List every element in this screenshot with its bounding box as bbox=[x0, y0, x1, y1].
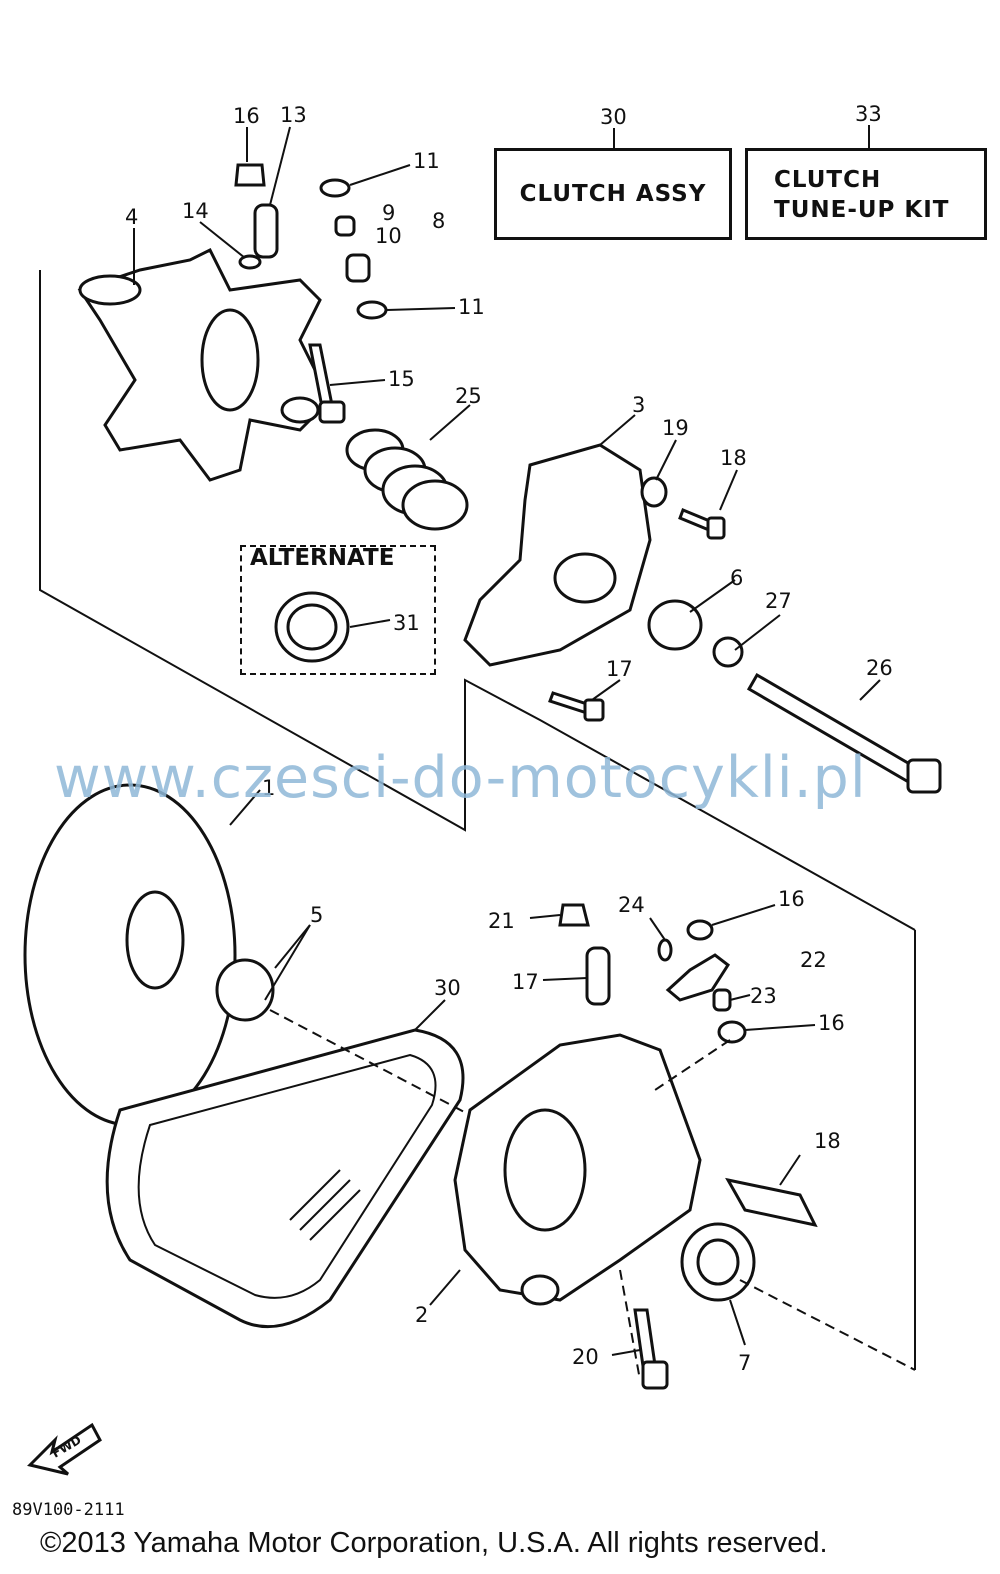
callout-14: 15 bbox=[388, 367, 415, 391]
seal-hole-7 bbox=[696, 1238, 740, 1286]
callout-19: 17 bbox=[606, 657, 633, 681]
upper-frame-outline bbox=[39, 270, 916, 931]
callout-7: 7 bbox=[738, 1351, 751, 1375]
alternate-label: ALTERNATE bbox=[250, 545, 395, 571]
callout-33: 33 bbox=[855, 102, 882, 126]
roller-part-10 bbox=[345, 253, 371, 283]
pin-part-12 bbox=[253, 203, 279, 259]
leader-lines bbox=[133, 125, 881, 1356]
washer-part-11b bbox=[356, 300, 388, 320]
bushing-part-18 bbox=[725, 1177, 818, 1228]
bolt-head-14 bbox=[318, 400, 346, 424]
callout-24: 22 bbox=[800, 948, 827, 972]
callout-17: 17 bbox=[512, 970, 539, 994]
callout-5: 5 bbox=[310, 903, 323, 927]
callout-8: 8 bbox=[432, 209, 445, 233]
secondary-sheave-part-2 bbox=[453, 1033, 702, 1306]
callout-11a: 11 bbox=[413, 149, 440, 173]
primary-hub-part bbox=[77, 247, 332, 482]
sheave-hub-1 bbox=[125, 890, 185, 990]
spring-part-27 bbox=[345, 428, 469, 531]
callout-32: 30 bbox=[600, 105, 627, 129]
callout-9: 9 bbox=[382, 201, 395, 225]
callout-2: 2 bbox=[415, 1303, 428, 1327]
callout-11b: 11 bbox=[458, 295, 485, 319]
callout-22: 20 bbox=[572, 1345, 599, 1369]
bushing-part-6 bbox=[647, 599, 703, 651]
callout-1: 1 bbox=[262, 776, 275, 800]
washer-part-16b bbox=[717, 1020, 747, 1044]
fwd-arrow-icon: FWD bbox=[27, 1422, 102, 1476]
callout-26: 24 bbox=[618, 893, 645, 917]
clutch-assy-box: CLUTCH ASSY bbox=[494, 148, 732, 240]
pin-part-17 bbox=[585, 946, 611, 1006]
roller-part-25 bbox=[712, 988, 732, 1012]
callout-25: 23 bbox=[750, 984, 777, 1008]
callout-31: 31 bbox=[393, 611, 420, 635]
cap-part-15 bbox=[234, 163, 266, 187]
callout-13: 14 bbox=[182, 199, 209, 223]
watermark-url: www.czesci-do-motocykli.pl bbox=[54, 745, 867, 811]
clutch-assy-label: CLUTCH ASSY bbox=[519, 181, 707, 207]
small-part-13 bbox=[238, 254, 262, 270]
callout-15: 16 bbox=[233, 104, 260, 128]
callout-3: 3 bbox=[632, 393, 645, 417]
alternate-part-box bbox=[240, 545, 436, 675]
callout-29: 27 bbox=[765, 589, 792, 613]
washer-part-11a bbox=[319, 178, 351, 198]
cover-hole-3 bbox=[553, 552, 617, 604]
tune-up-kit-label-line2: TUNE-UP KIT bbox=[774, 197, 950, 223]
assembly-line bbox=[269, 1009, 471, 1116]
callout-16b: 16 bbox=[818, 1011, 845, 1035]
bushing-part-5 bbox=[215, 958, 275, 1022]
seal-hole-31 bbox=[286, 603, 338, 651]
callout-28: 26 bbox=[866, 656, 893, 680]
callout-21: 19 bbox=[662, 416, 689, 440]
small-part-26 bbox=[657, 938, 673, 962]
ring-part-29 bbox=[712, 636, 744, 668]
callout-18: 18 bbox=[814, 1129, 841, 1153]
roller-part-9 bbox=[334, 215, 356, 237]
drive-belt-part-30 bbox=[105, 1028, 465, 1329]
callout-6: 6 bbox=[730, 566, 743, 590]
callout-30: 30 bbox=[434, 976, 461, 1000]
copyright-notice: ©2013 Yamaha Motor Corporation, U.S.A. A… bbox=[40, 1527, 828, 1559]
callout-16a: 16 bbox=[778, 887, 805, 911]
callout-10: 10 bbox=[375, 224, 402, 248]
callout-23: 21 bbox=[488, 909, 515, 933]
tune-up-kit-label-line1: CLUTCH bbox=[774, 167, 882, 193]
callout-4: 4 bbox=[125, 205, 138, 229]
assembly-line bbox=[739, 1279, 916, 1371]
bolt-head-19 bbox=[583, 698, 605, 722]
weight-part-24 bbox=[665, 953, 731, 1002]
washer-part-16a bbox=[686, 919, 714, 941]
drawing-code: 89V100-2111 bbox=[12, 1500, 125, 1520]
assembly-line bbox=[619, 1269, 641, 1381]
cap-part-23 bbox=[558, 903, 590, 927]
callout-20: 18 bbox=[720, 446, 747, 470]
bolt-head-20 bbox=[706, 516, 726, 540]
clutch-tune-up-kit-box: CLUTCH TUNE-UP KIT bbox=[745, 148, 987, 240]
bolt-head-22 bbox=[641, 1360, 669, 1390]
callout-12: 13 bbox=[280, 103, 307, 127]
cover-part-3 bbox=[463, 443, 652, 667]
bolt-head-28 bbox=[906, 758, 942, 794]
nut-part-21 bbox=[640, 476, 668, 508]
callout-27: 25 bbox=[455, 384, 482, 408]
bolt-part-22 bbox=[633, 1308, 657, 1368]
